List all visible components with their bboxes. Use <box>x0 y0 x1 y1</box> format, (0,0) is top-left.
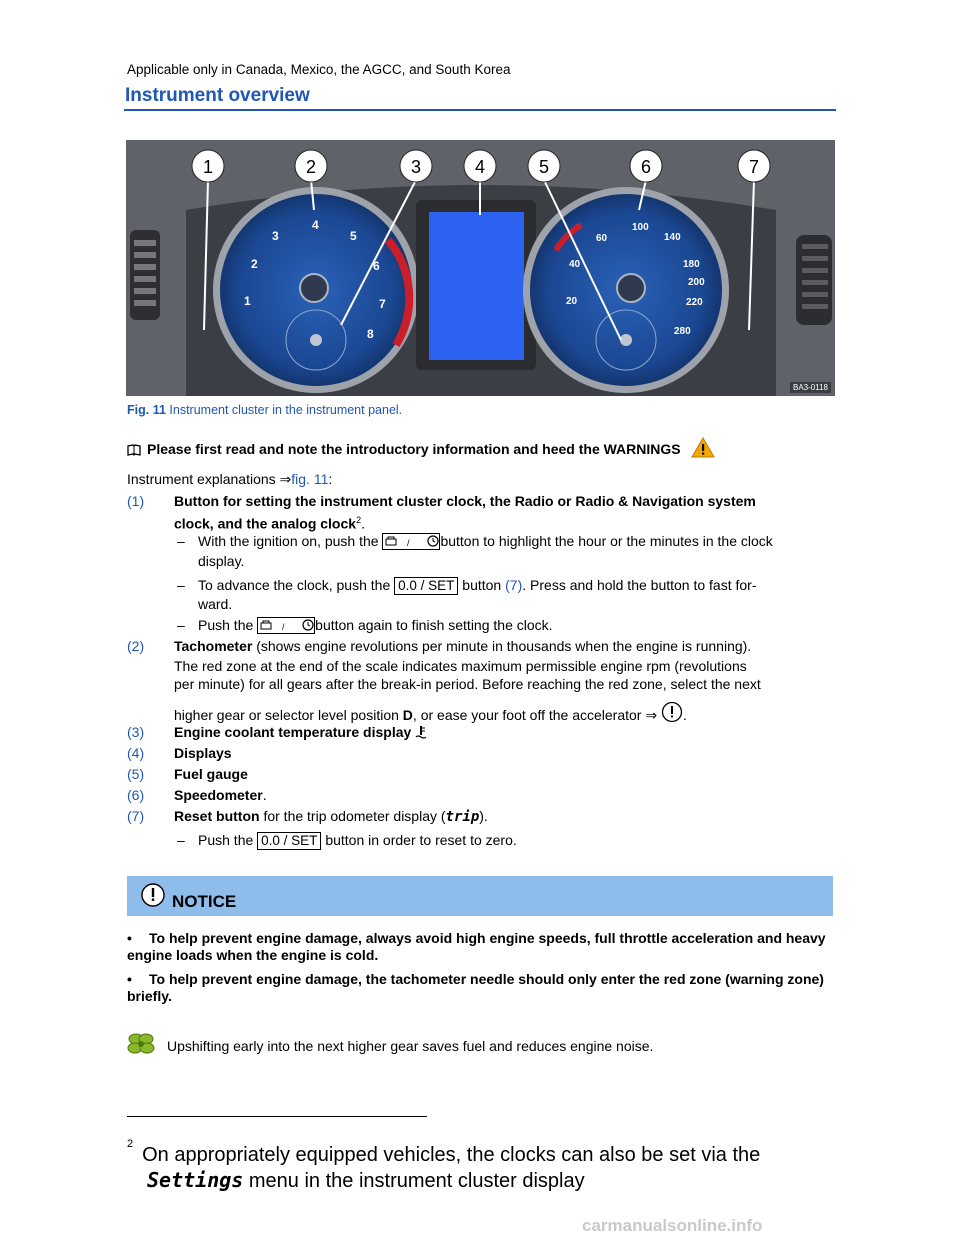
set-button-key[interactable]: 0.0 / SET <box>394 577 459 595</box>
footnote-rule <box>127 1116 427 1117</box>
step-advance-cont: ward. <box>198 596 233 612</box>
environment-leaf-icon <box>127 1033 155 1058</box>
speed-label: 40 <box>569 259 581 270</box>
cluster-illustration: 1 2 3 4 5 6 7 8 20 40 60 100 140 180 200… <box>126 140 835 396</box>
read-first-note: Please first read and note the introduct… <box>127 437 715 461</box>
step-highlight: With the ignition on, push the / button … <box>198 533 773 550</box>
figure-code: BA3-0118 <box>790 382 831 393</box>
notice-bullet: •To help prevent engine damage, always a… <box>127 930 826 963</box>
item-number: (1) <box>127 493 145 509</box>
speed-label: 180 <box>683 259 700 270</box>
environment-tip-text: Upshifting early into the next higher ge… <box>167 1037 654 1054</box>
speed-label: 60 <box>596 233 608 244</box>
item-number: (2) <box>127 638 145 654</box>
item-reset-button: Reset button for the trip odometer displ… <box>174 808 488 825</box>
item-tachometer: Tachometer (shows engine revolutions per… <box>174 638 752 654</box>
notice-bullet: •To help prevent engine damage, the tach… <box>127 971 824 1004</box>
tach-label: 7 <box>379 297 386 311</box>
set-button-key[interactable]: 0.0 / SET <box>257 832 322 850</box>
tach-label: 3 <box>272 229 279 243</box>
item-clock-button: Button for setting the instrument cluste… <box>174 492 756 534</box>
callout-number: 5 <box>539 157 549 177</box>
figure-caption: Fig. 11 Instrument cluster in the instru… <box>127 403 402 417</box>
tach-label: 1 <box>244 294 251 308</box>
step-finish: Push the / button again to finish settin… <box>198 617 553 634</box>
redzone-line-3: higher gear or selector level position D… <box>174 701 687 727</box>
item-number: (3) <box>127 724 145 740</box>
speed-label: 100 <box>632 222 649 233</box>
warning-triangle-icon <box>690 437 715 461</box>
redzone-line-2: per minute) for all gears after the brea… <box>174 676 761 692</box>
item-number: (5) <box>127 766 145 782</box>
item-coolant-temperature: Engine coolant temperature display <box>174 723 427 744</box>
tach-label: 8 <box>367 327 374 341</box>
callout-number: 4 <box>475 157 485 177</box>
svg-text:/: / <box>282 622 285 632</box>
clock-set-button-icon[interactable]: / <box>257 617 316 634</box>
redzone-line-1: The red zone at the end of the scale ind… <box>174 658 747 674</box>
callout-number: 3 <box>411 157 421 177</box>
speed-label: 280 <box>674 326 691 337</box>
tach-label: 5 <box>350 229 357 243</box>
speed-label: 20 <box>566 296 578 307</box>
step-highlight-cont: display. <box>198 553 245 569</box>
explanations-intro: Instrument explanations ⇒fig. 11: <box>127 471 333 487</box>
applicable-note: Applicable only in Canada, Mexico, the A… <box>127 62 511 77</box>
page-title: Instrument overview <box>125 85 310 106</box>
notice-circle-icon <box>661 701 683 727</box>
fig-reference-link[interactable]: fig. 11 <box>291 471 329 487</box>
tach-label: 4 <box>312 218 319 232</box>
environment-tip: Upshifting early into the next higher ge… <box>127 1033 653 1058</box>
clock-set-button-icon[interactable]: / <box>382 533 441 550</box>
book-icon <box>127 443 141 456</box>
title-rule <box>124 109 836 111</box>
callout-number: 6 <box>641 157 651 177</box>
item-title: Button for setting the instrument cluste… <box>174 493 756 509</box>
watermark: carmanualsonline.info <box>582 1216 763 1235</box>
svg-text:/: / <box>407 538 410 548</box>
figure-number: Fig. 11 <box>127 403 166 417</box>
tach-label: 6 <box>373 259 380 273</box>
item-speedometer: Speedometer. <box>174 787 267 803</box>
notice-circle-icon <box>140 882 166 913</box>
tach-label: 2 <box>251 257 258 271</box>
item-number: (6) <box>127 787 145 803</box>
notice-header: NOTICE <box>127 876 833 916</box>
item-displays: Displays <box>174 745 232 761</box>
instrument-cluster-figure: 1 2 3 4 5 6 7 8 20 40 60 100 140 180 200… <box>126 140 835 396</box>
figure-caption-text: Instrument cluster in the instrument pan… <box>169 403 403 417</box>
item-number: (7) <box>127 808 145 824</box>
callout-number: 7 <box>749 157 759 177</box>
read-first-text: Please first read and note the introduct… <box>147 441 681 457</box>
speed-label: 220 <box>686 297 703 308</box>
item-number: (4) <box>127 745 145 761</box>
notice-label: NOTICE <box>172 892 237 911</box>
coolant-temperature-icon <box>415 725 427 744</box>
callout-number: 2 <box>306 157 316 177</box>
callout-number: 1 <box>203 157 213 177</box>
item-fuel-gauge: Fuel gauge <box>174 766 248 782</box>
speed-label: 200 <box>688 277 705 288</box>
explanations-text: Instrument explanations <box>127 471 276 487</box>
item-title-cont: clock, and the analog clock2. <box>174 515 365 532</box>
step-advance: To advance the clock, push the 0.0 / SET… <box>198 577 757 595</box>
step-reset: Push the 0.0 / SET button in order to re… <box>198 832 517 850</box>
speed-label: 140 <box>664 232 681 243</box>
item-7-reference-link[interactable]: (7) <box>505 577 523 593</box>
